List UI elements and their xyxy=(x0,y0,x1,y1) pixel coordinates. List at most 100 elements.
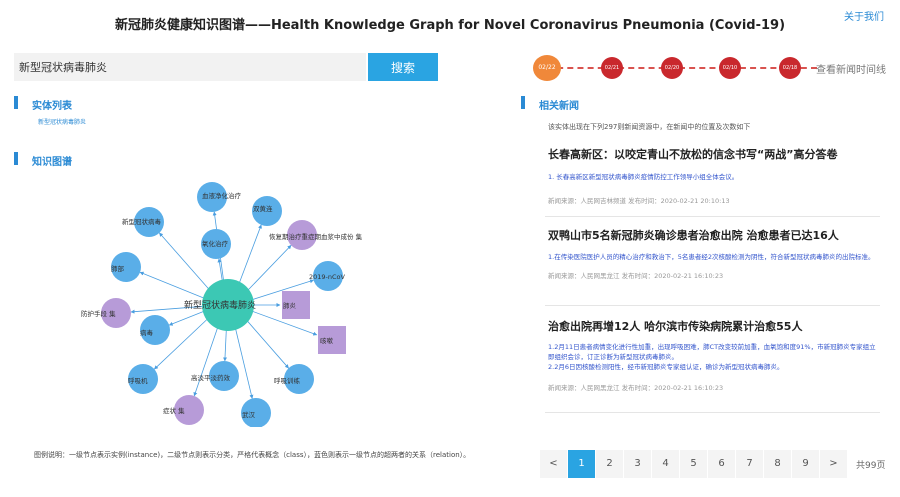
graph-edge xyxy=(252,311,318,336)
graph-node-shape[interactable] xyxy=(134,207,164,237)
graph-node[interactable]: 恢复期治疗重症期血浆中成份 集 xyxy=(269,220,363,250)
news-timeline: 02/22 02/21 02/20 02/10 02/18 xyxy=(533,55,817,81)
graph-node[interactable]: 氧化治疗 xyxy=(201,229,231,259)
graph-node-shape[interactable] xyxy=(201,229,231,259)
divider xyxy=(545,305,880,306)
graph-center-node[interactable]: 新型冠状病毒肺炎 xyxy=(184,279,256,331)
graph-node-shape[interactable] xyxy=(128,364,158,394)
news-summary: 该实体出现在下列297则新闻资源中，在新闻中的位置及次数如下 xyxy=(548,123,751,131)
entity-list-heading: 实体列表 xyxy=(14,96,72,112)
search-input[interactable] xyxy=(14,53,366,81)
news-item: 长春高新区：以咬定青山不放松的信念书写“两战”高分答卷 1. 长春高新区新型冠状… xyxy=(548,146,878,205)
pager-page-3[interactable]: 3 xyxy=(624,450,652,478)
pager-page-4[interactable]: 4 xyxy=(652,450,680,478)
news-body: 1.2月11日患者病情变化进行性加重，出现呼吸困难，肺CT改变较前加重，血氧饱和… xyxy=(548,343,876,371)
graph-node[interactable]: 肺部 xyxy=(111,252,141,282)
news-title[interactable]: 双鸭山市5名新冠肺炎确诊患者治愈出院 治愈患者已达16人 xyxy=(548,229,839,242)
graph-edge xyxy=(130,306,203,314)
graph-node-label: 氧化治疗 xyxy=(202,239,229,248)
graph-node-shape[interactable] xyxy=(174,395,204,425)
graph-node-label: 呼吸机 xyxy=(128,376,148,385)
graph-edge xyxy=(159,232,211,291)
graph-node[interactable]: 呼吸训练 xyxy=(274,364,314,394)
graph-legend: 图例说明：一级节点表示实例(instance)，二级节点则表示分类，严格代表概念… xyxy=(34,451,471,459)
pager-page-6[interactable]: 6 xyxy=(708,450,736,478)
graph-node-label: 肺部 xyxy=(111,264,125,273)
news-item: 双鸭山市5名新冠肺炎确诊患者治愈出院 治愈患者已达16人 1.在传染医院医护人员… xyxy=(548,227,878,280)
divider xyxy=(545,412,880,413)
graph-edge xyxy=(246,245,292,292)
graph-node[interactable]: 咳嗽 xyxy=(318,326,346,354)
pager-page-8[interactable]: 8 xyxy=(764,450,792,478)
graph-edge xyxy=(154,317,209,370)
graph-node-shape[interactable] xyxy=(241,398,271,427)
graph-node-label: 武汉 xyxy=(242,410,256,419)
timeline-link[interactable]: 查看新闻时间线 xyxy=(816,65,886,76)
graph-node[interactable]: 症状 集 xyxy=(163,395,204,425)
graph-node-label: 病毒 xyxy=(140,328,154,337)
graph-node-shape[interactable] xyxy=(287,220,317,250)
pager-next-button[interactable]: > xyxy=(820,450,848,478)
graph-node[interactable]: 病毒 xyxy=(140,315,170,345)
graph-edge xyxy=(237,224,262,287)
graph-node[interactable]: 新型冠状病毒 xyxy=(122,207,164,237)
timeline-dot-3[interactable]: 02/20 xyxy=(661,57,683,79)
graph-node[interactable]: 防护手段 集 xyxy=(81,298,131,328)
search-button[interactable]: 搜索 xyxy=(368,53,438,81)
timeline-dot-1[interactable]: 02/22 xyxy=(533,55,561,81)
graph-edge xyxy=(245,319,289,369)
graph-edge xyxy=(223,324,228,362)
news-title[interactable]: 治愈出院再增12人 哈尔滨市传染病院累计治愈55人 xyxy=(548,320,803,333)
news-heading: 相关新闻 xyxy=(521,96,579,112)
news-body: 1. 长春高新区新型冠状病毒肺炎疫情防控工作领导小组全体会议。 xyxy=(548,173,739,181)
graph-node-shape[interactable] xyxy=(313,261,343,291)
graph-node-shape[interactable] xyxy=(197,182,227,212)
news-title[interactable]: 长春高新区：以咬定青山不放松的信念书写“两战”高分答卷 xyxy=(548,148,838,161)
pager-page-9[interactable]: 9 xyxy=(792,450,820,478)
timeline-dot-4[interactable]: 02/10 xyxy=(719,57,741,79)
graph-edge xyxy=(234,324,254,399)
graph-center-shape[interactable] xyxy=(202,279,254,331)
graph-edge xyxy=(168,311,204,326)
graph-edge xyxy=(193,323,220,397)
graph-node[interactable]: 呼吸机 xyxy=(128,364,158,394)
graph-edge xyxy=(139,271,204,299)
pager-page-7[interactable]: 7 xyxy=(736,450,764,478)
graph-node-shape[interactable] xyxy=(111,252,141,282)
graph-node[interactable]: 2019-nCoV xyxy=(309,261,346,291)
graph-node-label: 症状 集 xyxy=(163,406,185,415)
graph-node[interactable]: 双黄连 xyxy=(252,196,282,226)
graph-node-label: 2019-nCoV xyxy=(309,273,346,281)
graph-node[interactable]: 武汉 xyxy=(241,398,271,427)
pagination: < 1 2 3 4 5 6 7 8 9 > 共99页 xyxy=(540,450,885,478)
graph-node-shape[interactable] xyxy=(140,315,170,345)
news-item: 治愈出院再增12人 哈尔滨市传染病院累计治愈55人 1.2月11日患者病情变化进… xyxy=(548,318,878,392)
graph-node-shape[interactable] xyxy=(101,298,131,328)
news-body: 1.在传染医院医护人员的精心治疗和救治下，5名患者经2次核酸检测为阴性，符合新型… xyxy=(548,253,875,261)
graph-center-label: 新型冠状病毒肺炎 xyxy=(184,299,256,311)
pager-prev-button[interactable]: < xyxy=(540,450,568,478)
graph-node-shape[interactable] xyxy=(284,364,314,394)
pager-page-1[interactable]: 1 xyxy=(568,450,596,478)
entity-item[interactable]: 新型冠状病毒肺炎 xyxy=(38,119,87,126)
timeline-dot-2[interactable]: 02/21 xyxy=(601,57,623,79)
graph-node-shape[interactable] xyxy=(209,361,239,391)
graph-node-label: 肺炎 xyxy=(283,302,297,310)
pager-page-2[interactable]: 2 xyxy=(596,450,624,478)
graph-node-label: 恢复期治疗重症期血浆中成份 集 xyxy=(269,232,363,241)
graph-node-shape[interactable] xyxy=(252,196,282,226)
news-meta: 新闻来源：人民网黑龙江 发布时间：2020-02-21 16:10:23 xyxy=(548,272,724,280)
timeline-dot-5[interactable]: 02/18 xyxy=(779,57,801,79)
graph-node[interactable]: 血液净化治疗 xyxy=(197,182,242,212)
about-link[interactable]: 关于我们 xyxy=(844,12,884,23)
graph-edges xyxy=(130,211,318,399)
pager-page-5[interactable]: 5 xyxy=(680,450,708,478)
graph-node[interactable]: 肺炎 xyxy=(282,291,310,319)
graph-node-shape[interactable] xyxy=(282,291,310,319)
graph-node[interactable]: 高淡平淡药效 xyxy=(191,361,239,391)
news-meta: 新闻来源：人民网黑龙江 发布时间：2020-02-21 16:10:23 xyxy=(548,384,724,392)
graph-node-shape[interactable] xyxy=(318,326,346,354)
